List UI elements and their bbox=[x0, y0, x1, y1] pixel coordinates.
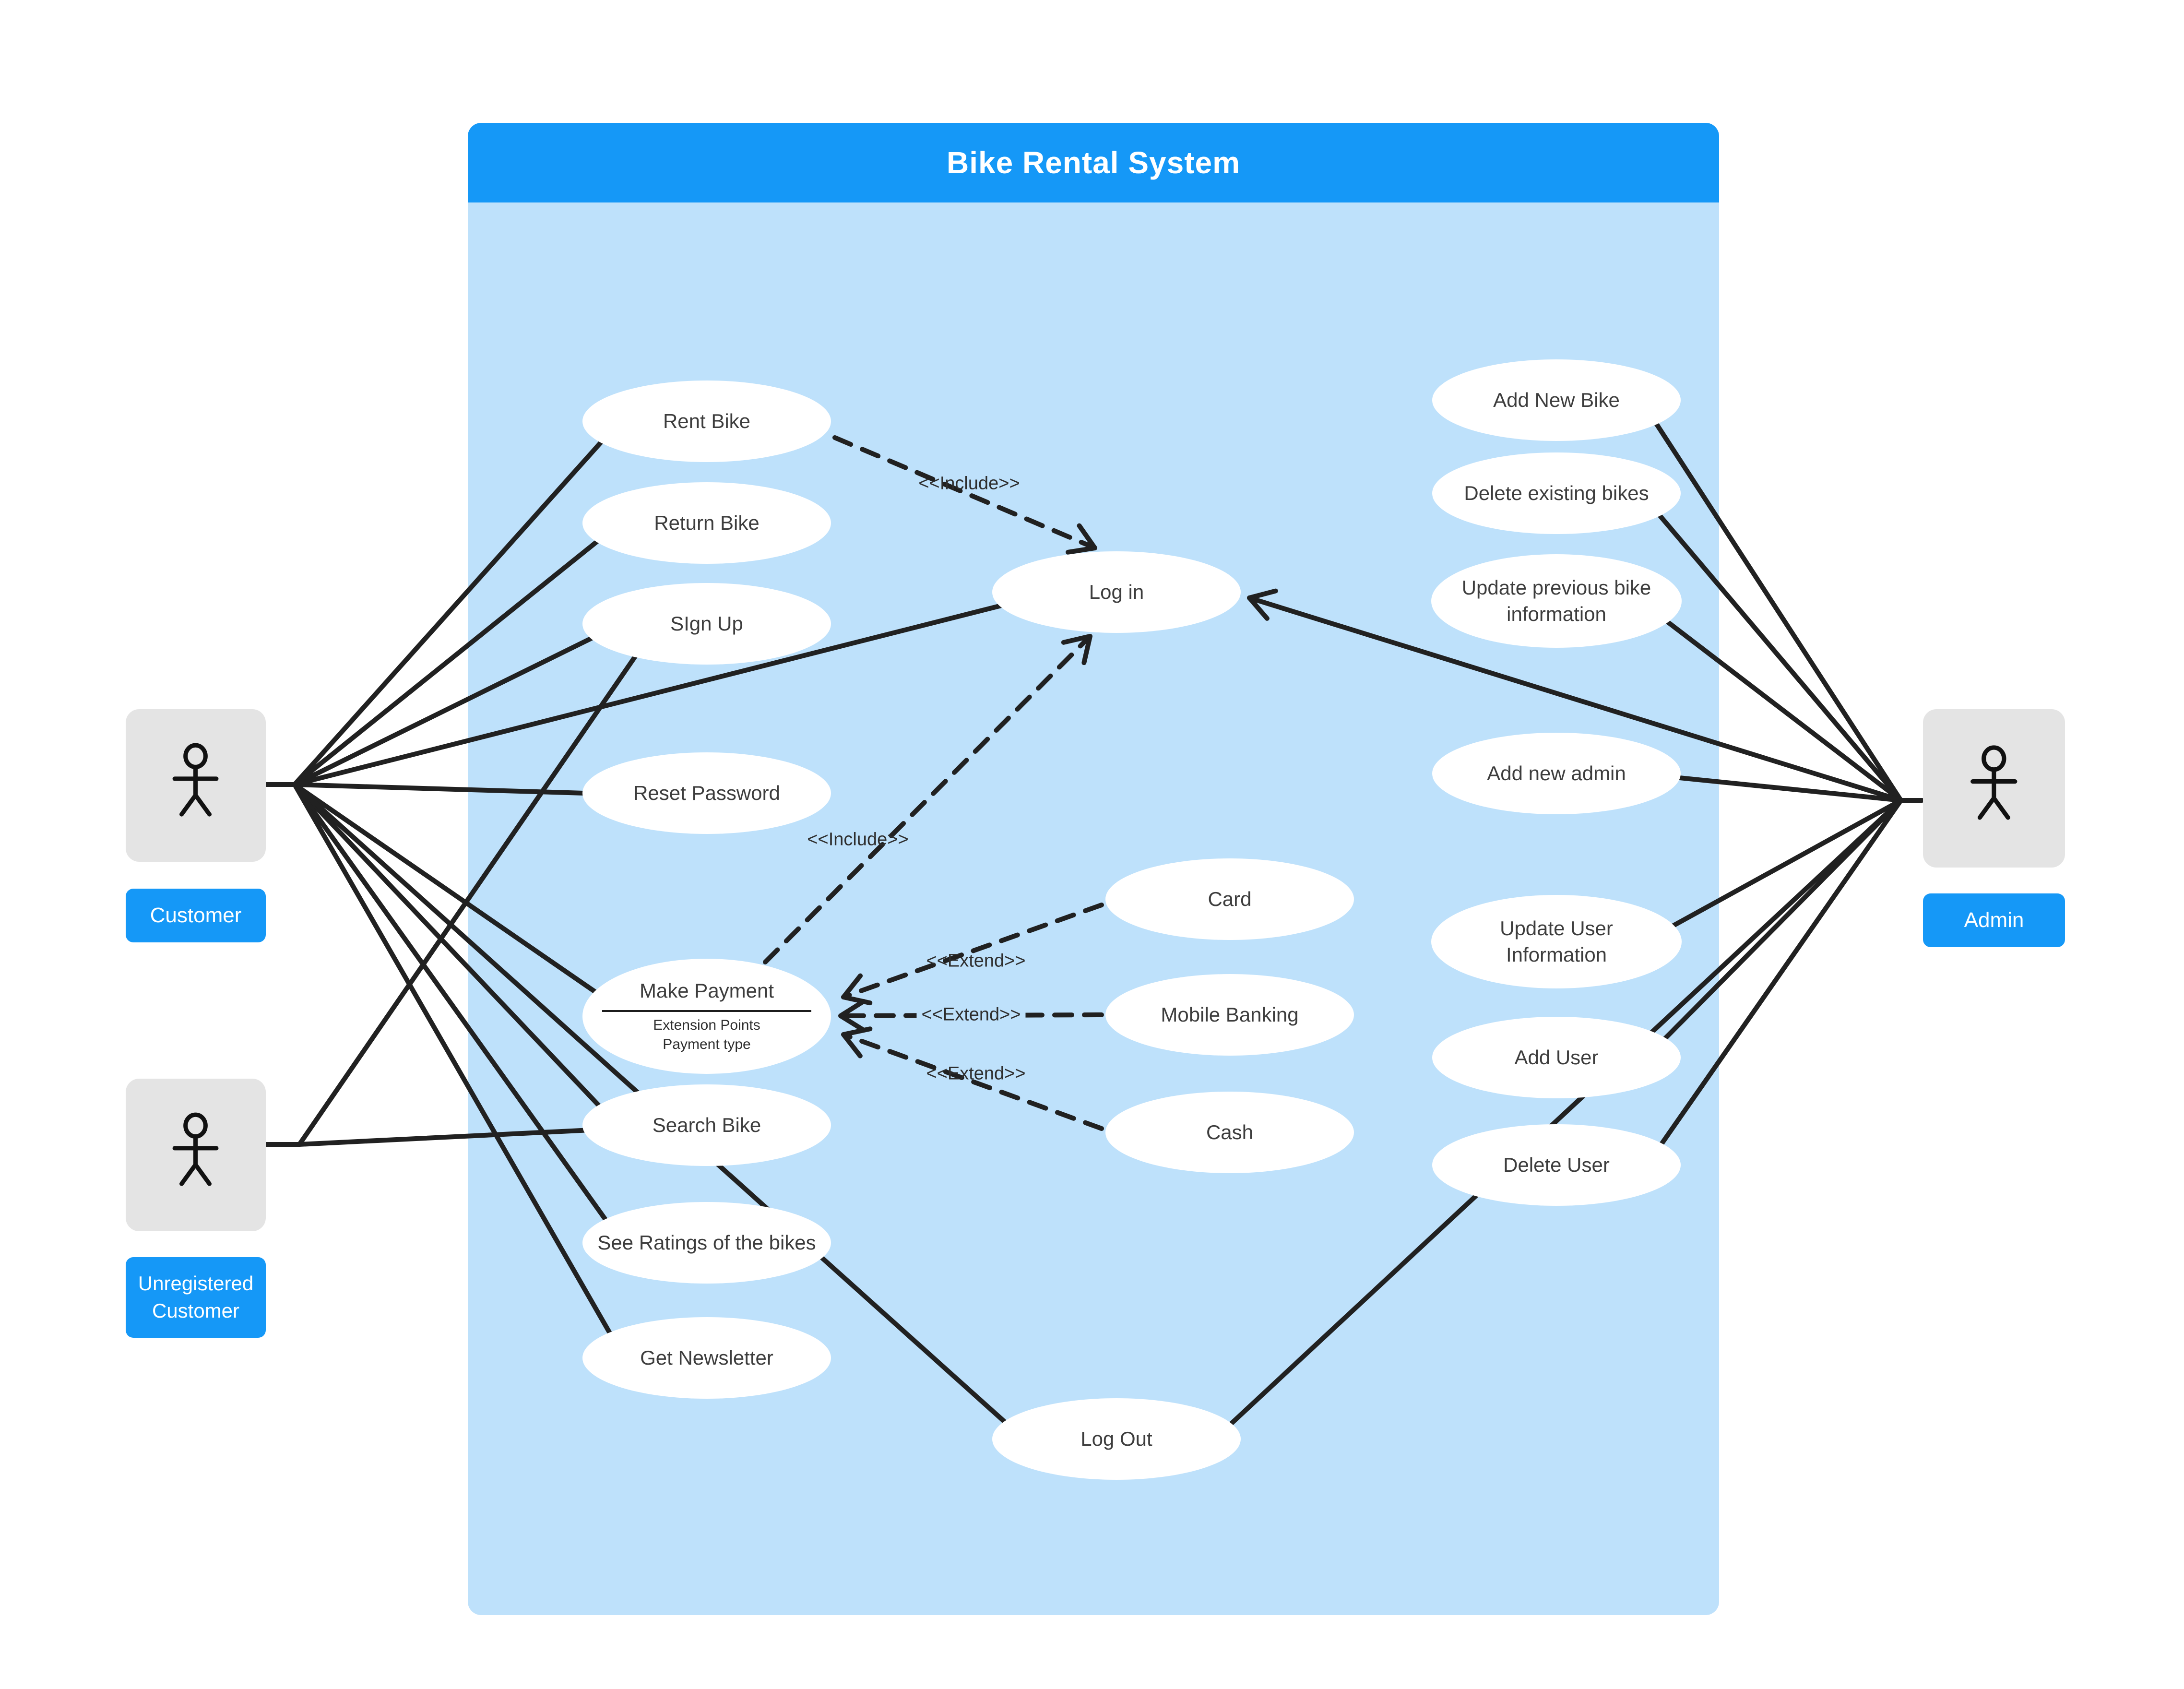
usecase-search-bike[interactable]: Search Bike bbox=[582, 1084, 831, 1166]
usecase-cash-label: Cash bbox=[1206, 1120, 1254, 1143]
association-admin-update-user-information bbox=[1646, 798, 1903, 942]
association-unregistered-sign-up bbox=[297, 646, 643, 1147]
include-rent-bike-log-in bbox=[832, 435, 1097, 555]
usecase-update-user-information[interactable]: Update User Information bbox=[1431, 895, 1682, 988]
usecase-add-new-bike[interactable]: Add New Bike bbox=[1432, 359, 1681, 441]
usecase-make-payment-label: Make Payment bbox=[639, 979, 774, 1002]
actor-unregistered-customer[interactable] bbox=[126, 1079, 266, 1231]
association-admin-update-previous-bike bbox=[1646, 605, 1903, 803]
actor-unregistered-customer-label[interactable]: Unregistered Customer bbox=[126, 1257, 266, 1338]
usecase-delete-existing-bikes[interactable]: Delete existing bikes bbox=[1432, 452, 1681, 534]
association-customer-get-newsletter bbox=[292, 782, 627, 1361]
usecase-delete-user[interactable]: Delete User bbox=[1432, 1124, 1681, 1206]
usecase-delete-existing-bikes-label: Delete existing bikes bbox=[1464, 481, 1649, 504]
usecase-cash[interactable]: Cash bbox=[1105, 1092, 1354, 1173]
actor-admin-label[interactable]: Admin bbox=[1923, 893, 2065, 947]
usecase-sign-up-label: SIgn Up bbox=[670, 612, 743, 635]
extend-label-mobile-banking: <<Extend>> bbox=[916, 1004, 1026, 1025]
usecase-rent-bike[interactable]: Rent Bike bbox=[582, 381, 831, 462]
actor-admin[interactable] bbox=[1923, 709, 2065, 868]
association-admin-add-user bbox=[1646, 798, 1903, 1058]
association-customer-sign-up bbox=[292, 622, 621, 787]
usecase-return-bike-label: Return Bike bbox=[654, 511, 760, 534]
usecase-get-newsletter-label: Get Newsletter bbox=[640, 1346, 773, 1369]
usecase-add-new-admin[interactable]: Add new admin bbox=[1432, 733, 1681, 814]
page-title: Bike Rental System bbox=[946, 145, 1241, 180]
actor-unregistered-customer-label-text: Unregistered Customer bbox=[138, 1272, 254, 1322]
association-admin-log-in bbox=[1247, 588, 1903, 803]
usecase-mobile-banking-label: Mobile Banking bbox=[1161, 1003, 1299, 1026]
usecase-sign-up[interactable]: SIgn Up bbox=[582, 583, 831, 665]
person-icon bbox=[173, 743, 219, 817]
usecase-rent-bike-label: Rent Bike bbox=[663, 409, 751, 432]
association-customer-reset-password bbox=[292, 782, 619, 797]
association-admin-delete-existing-bikes bbox=[1644, 498, 1903, 803]
usecase-log-in[interactable]: Log in bbox=[992, 551, 1241, 633]
include-label-rent-bike: <<Include>> bbox=[918, 473, 1020, 494]
association-admin-add-new-bike bbox=[1644, 406, 1903, 803]
actor-customer-label[interactable]: Customer bbox=[126, 889, 266, 942]
association-customer-return-bike bbox=[292, 522, 621, 787]
usecase-log-out[interactable]: Log Out bbox=[992, 1398, 1241, 1480]
extension-point-item: Payment type bbox=[663, 1036, 751, 1053]
person-icon bbox=[173, 1112, 219, 1186]
usecase-see-ratings[interactable]: See Ratings of the bikes bbox=[582, 1202, 831, 1284]
system-title-bar: Bike Rental System bbox=[468, 123, 1719, 202]
usecase-log-out-label: Log Out bbox=[1080, 1427, 1152, 1450]
association-customer-make-payment bbox=[292, 782, 626, 1014]
usecase-add-new-admin-label: Add new admin bbox=[1487, 761, 1626, 785]
include-make-payment-log-in bbox=[763, 634, 1092, 964]
usecase-make-payment[interactable]: Make Payment Extension Points Payment ty… bbox=[582, 959, 831, 1074]
association-customer-rent-bike bbox=[292, 420, 621, 787]
association-admin-add-new-admin bbox=[1644, 772, 1903, 803]
usecase-card-label: Card bbox=[1208, 887, 1252, 910]
usecase-mobile-banking[interactable]: Mobile Banking bbox=[1105, 974, 1354, 1056]
usecase-search-bike-label: Search Bike bbox=[652, 1113, 761, 1136]
extend-label-cash: <<Extend>> bbox=[926, 1063, 1026, 1084]
extend-cash-make-payment bbox=[841, 1026, 1104, 1131]
extension-points-divider bbox=[602, 1010, 811, 1012]
usecase-see-ratings-label: See Ratings of the bikes bbox=[597, 1231, 816, 1254]
association-customer-log-in bbox=[292, 602, 1008, 787]
usecase-add-user-label: Add User bbox=[1514, 1046, 1599, 1069]
actor-customer-label-text: Customer bbox=[150, 904, 242, 928]
extension-points-title: Extension Points bbox=[653, 1017, 760, 1033]
usecase-delete-user-label: Delete User bbox=[1503, 1153, 1610, 1176]
usecase-return-bike[interactable]: Return Bike bbox=[582, 482, 831, 564]
usecase-card[interactable]: Card bbox=[1105, 858, 1354, 940]
usecase-get-newsletter[interactable]: Get Newsletter bbox=[582, 1317, 831, 1399]
association-admin-delete-user bbox=[1647, 798, 1903, 1164]
usecase-update-previous-bike-label: Update previous bike information bbox=[1461, 576, 1651, 625]
extend-label-card: <<Extend>> bbox=[926, 951, 1026, 971]
association-customer-search-bike bbox=[292, 782, 621, 1129]
usecase-reset-password[interactable]: Reset Password bbox=[582, 752, 831, 834]
usecase-reset-password-label: Reset Password bbox=[633, 781, 780, 804]
person-icon bbox=[1970, 745, 2018, 820]
association-unregistered-search-bike bbox=[297, 1126, 622, 1147]
include-label-make-payment: <<Include>> bbox=[807, 829, 909, 850]
actor-customer[interactable] bbox=[126, 709, 266, 862]
association-admin-log-out bbox=[1228, 798, 1903, 1427]
usecase-update-previous-bike[interactable]: Update previous bike information bbox=[1431, 554, 1682, 648]
usecase-add-new-bike-label: Add New Bike bbox=[1493, 388, 1620, 411]
usecase-add-user[interactable]: Add User bbox=[1432, 1017, 1681, 1098]
extend-card-make-payment bbox=[841, 903, 1104, 1006]
association-customer-see-ratings bbox=[292, 782, 625, 1246]
usecase-update-user-information-label: Update User Information bbox=[1500, 916, 1613, 966]
usecase-log-in-label: Log in bbox=[1089, 580, 1144, 603]
actor-admin-label-text: Admin bbox=[1964, 908, 2024, 932]
